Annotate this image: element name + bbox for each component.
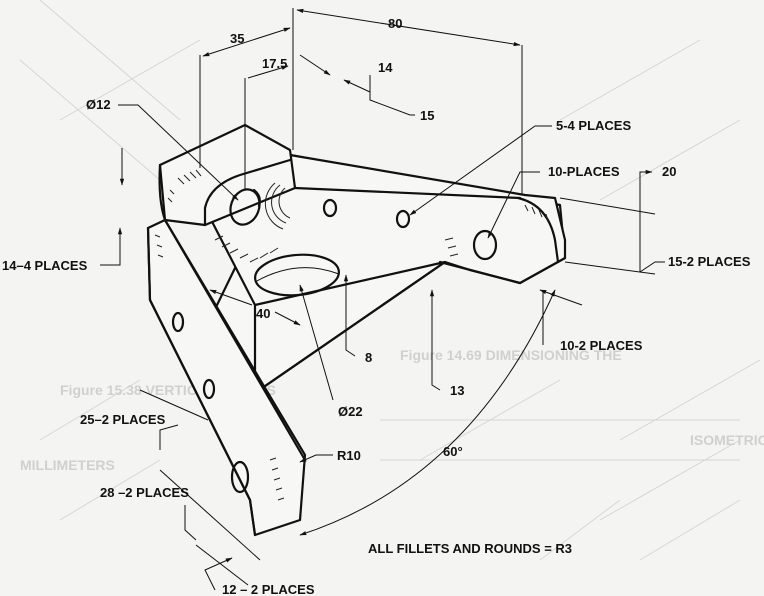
- dim-13: 13: [450, 383, 464, 398]
- fillet-shading: [154, 169, 549, 501]
- dim-14: 14: [378, 60, 393, 75]
- dim-40: 40: [256, 306, 270, 321]
- dim-dia22: Ø22: [338, 404, 363, 419]
- dim-17-5: 17.5: [262, 56, 287, 71]
- dim-8: 8: [365, 350, 372, 365]
- dim-14-4-places: 14–4 PLACES: [2, 258, 88, 273]
- dim-r10: R10: [337, 448, 361, 463]
- dia22-hole: [254, 253, 340, 297]
- arm-right-top-face: [203, 153, 567, 307]
- dim-dia12: Ø12: [86, 97, 111, 112]
- dim-15: 15: [420, 108, 434, 123]
- svg-text:MILLIMETERS: MILLIMETERS: [20, 457, 115, 473]
- dim-20: 20: [662, 164, 676, 179]
- svg-text:ISOMETRIC: ISOMETRIC: [690, 432, 764, 448]
- dim-35: 35: [230, 31, 244, 46]
- dim-25-2-places: 25–2 PLACES: [80, 412, 166, 427]
- dimension-lines: [100, 8, 665, 591]
- dim-15-2-places: 15-2 PLACES: [668, 254, 751, 269]
- dim-28-2-places: 28 –2 PLACES: [100, 485, 189, 500]
- dim-10-places: 10-PLACES: [548, 164, 620, 179]
- dim-5-4-places: 5-4 PLACES: [556, 118, 631, 133]
- dimension-labels: 80 35 17.5 14 15 Ø12 5-4 PLACES 10-PLACE…: [2, 16, 751, 596]
- dim-60-degrees: 60°: [443, 444, 463, 459]
- dim-10-2-places: 10-2 PLACES: [560, 338, 643, 353]
- dia12-hole: [229, 188, 261, 226]
- bracket-part: [146, 123, 567, 537]
- dim-12-2-places: 12 – 2 PLACES: [222, 582, 315, 596]
- fillets-note: ALL FILLETS AND ROUNDS = R3: [368, 541, 572, 556]
- dim-80: 80: [388, 16, 402, 31]
